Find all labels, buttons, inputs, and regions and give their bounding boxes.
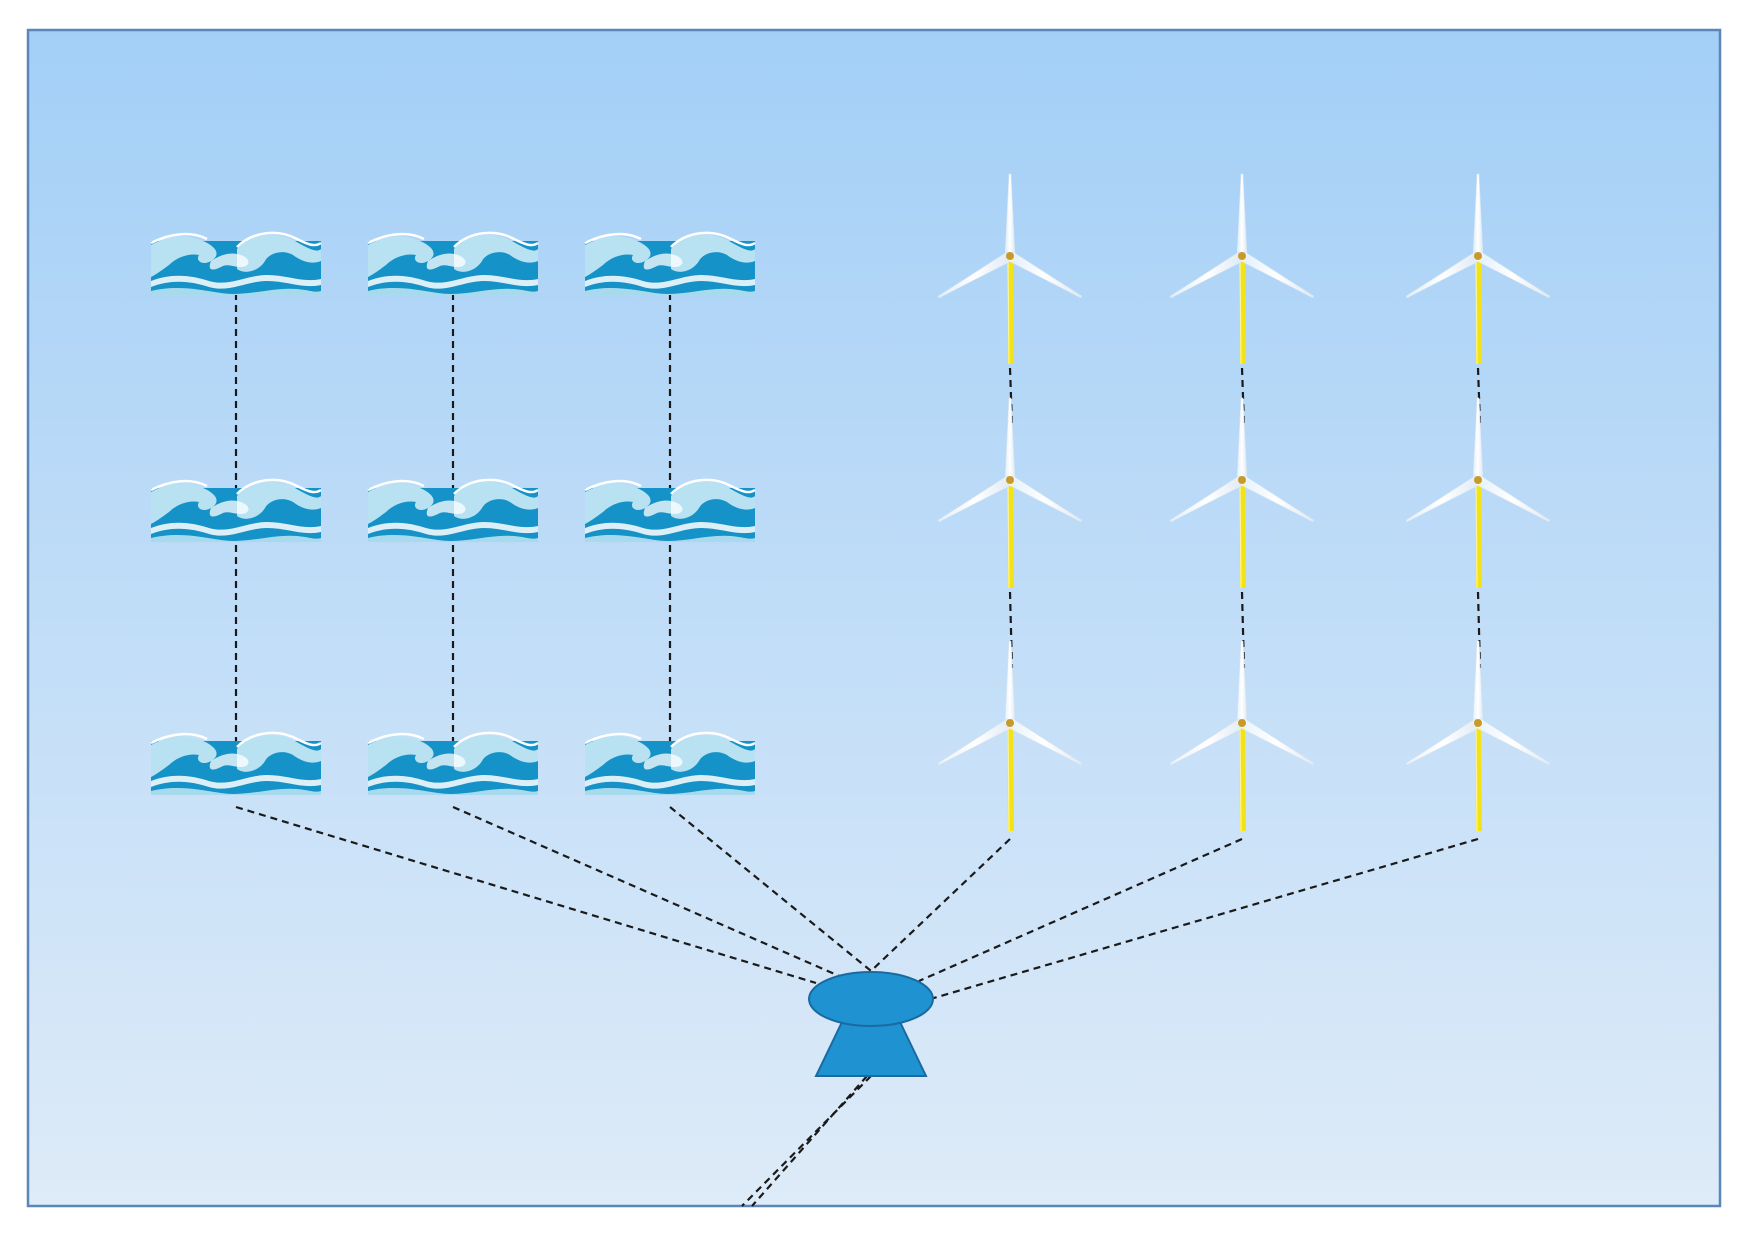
wind-turbine-icon (937, 173, 1083, 365)
wave-export-cable (669, 806, 877, 976)
wind-turbine-icon (1169, 640, 1315, 832)
wind-turbine-icon (937, 397, 1083, 589)
turbine-link-cable (1240, 367, 1246, 426)
ocean-wave-icon (584, 478, 756, 542)
shore-export-cable (751, 1075, 868, 1207)
wind-turbine-icon (1405, 397, 1551, 589)
ocean-wave-icon (367, 231, 539, 295)
wind-turbine-icon (937, 640, 1083, 832)
ocean-wave-icon (150, 231, 322, 295)
turbine-link-cable (1476, 367, 1482, 426)
wind-export-cable (918, 837, 1243, 983)
wind-turbine-icon (1169, 397, 1315, 589)
ocean-wave-icon (150, 478, 322, 542)
wind-export-cable (870, 838, 1011, 972)
ocean-wave-icon (367, 478, 539, 542)
ocean-wave-icon (584, 231, 756, 295)
wave-energy-array (150, 231, 756, 795)
shore-export-cable (741, 1075, 872, 1207)
turbine-link-cable (1008, 367, 1014, 426)
ocean-wave-icon (584, 731, 756, 795)
wind-turbine-icon (1405, 173, 1551, 365)
offshore-substation-icon (808, 971, 934, 1027)
wave-export-cable (235, 805, 817, 985)
ocean-wave-icon (367, 731, 539, 795)
wind-turbine-icon (1169, 173, 1315, 365)
ocean-wave-icon (150, 731, 322, 795)
wind-turbine-array (937, 173, 1551, 832)
wind-turbine-icon (1405, 640, 1551, 832)
offshore-substation (808, 971, 934, 1077)
